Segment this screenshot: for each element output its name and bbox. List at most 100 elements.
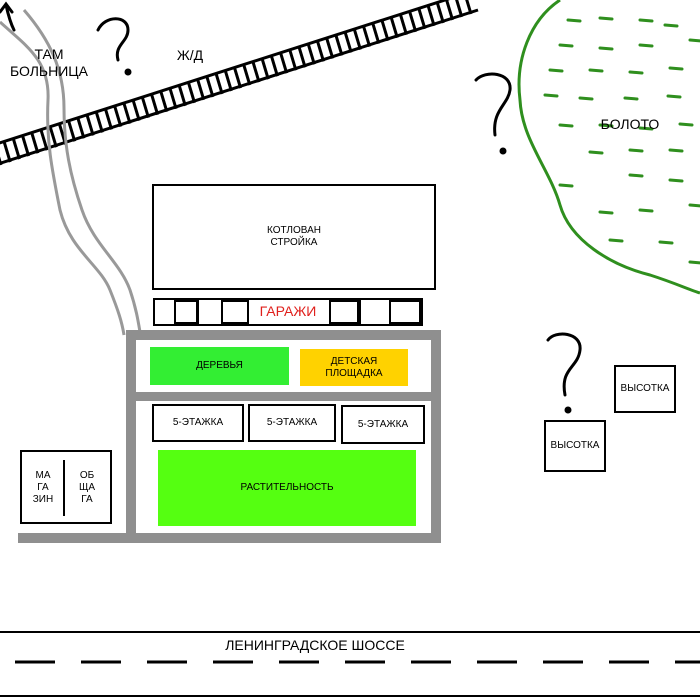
swamp-dash: [598, 16, 614, 21]
trees-label: ДЕРЕВЬЯ: [196, 360, 243, 371]
railway-tie: [141, 97, 150, 119]
building-5-floor-2-label: 5-ЭТАЖКА: [266, 417, 318, 428]
highrise-2-label: ВЫСОТКА: [550, 440, 600, 451]
railway-tie: [67, 120, 77, 142]
vegetation-label: РАСТИТЕЛЬНОСТЬ: [240, 482, 334, 493]
swamp-dash: [638, 126, 654, 131]
railway-tie: [159, 91, 169, 113]
swamp-dash: [598, 123, 614, 128]
railway-ties: [0, 0, 473, 166]
construction-pit-label: КОТЛОВАН СТРОЙКА: [267, 225, 321, 248]
swamp-dash: [658, 240, 674, 245]
highrise-1-label: ВЫСОТКА: [620, 383, 670, 394]
swamp-dash: [558, 183, 574, 188]
playground-area: ДЕТСКАЯ ПЛОЩАДКА: [300, 349, 408, 386]
swamp-dash: [668, 148, 684, 153]
railway-tie: [76, 117, 86, 139]
railway-tie: [325, 37, 335, 59]
railway-tie: [85, 114, 95, 136]
railway-tie: [187, 82, 196, 104]
building-5-floor-1-label: 5-ЭТАЖКА: [172, 417, 224, 428]
playground-label: ДЕТСКАЯ ПЛОЩАДКА: [325, 355, 383, 379]
swamp-dash: [638, 18, 654, 23]
swamp-dash: [666, 94, 682, 99]
railway-tie: [11, 138, 21, 160]
swamp-dash: [598, 210, 614, 215]
railway-tie: [21, 135, 31, 157]
vegetation-area: РАСТИТЕЛЬНОСТЬ: [158, 450, 416, 526]
building-5-floor-2: 5-ЭТАЖКА: [248, 404, 336, 442]
residential-block-walls: [18, 330, 441, 543]
question-mark-icon: [546, 332, 582, 414]
railway-tie: [260, 58, 270, 80]
railway-tie: [122, 103, 132, 124]
railway-tie: [279, 52, 289, 74]
swamp-dash: [688, 260, 700, 265]
highway: [0, 631, 700, 697]
swamp-dash: [608, 238, 624, 243]
railway-tie: [30, 132, 40, 154]
railway-tie: [177, 85, 187, 107]
railway-tie: [417, 8, 427, 30]
swamp-dash: [623, 96, 639, 101]
swamp-dash: [558, 123, 574, 128]
railway-tie: [270, 55, 279, 77]
trees-area: ДЕРЕВЬЯ: [150, 347, 289, 385]
swamp-dash: [628, 70, 644, 75]
swamp-dash: [638, 43, 654, 48]
garages: [153, 298, 423, 326]
railway-tie: [168, 88, 178, 110]
railway-tie: [2, 141, 12, 163]
railway-tie: [48, 126, 58, 148]
railway-tie: [380, 20, 390, 42]
railway-tie: [343, 32, 353, 53]
railway-tie: [223, 70, 233, 92]
railway-tie: [94, 112, 104, 133]
railway-tie: [0, 156, 3, 166]
railway-tie: [371, 23, 381, 45]
railway-tie: [445, 0, 455, 21]
railway-tie: [196, 79, 206, 101]
highrise-1: ВЫСОТКА: [614, 365, 676, 413]
swamp-dash: [543, 93, 559, 98]
highrise-2: ВЫСОТКА: [544, 420, 606, 472]
swamp-dash: [558, 43, 574, 48]
shop-dorm-building: МА ГА ЗИН ОБ ЩА ГА: [20, 450, 112, 524]
swamp-dash: [598, 46, 614, 51]
railway-tie: [39, 129, 49, 151]
railway-tie: [288, 49, 298, 71]
railway-tie: [334, 35, 344, 56]
swamp-dash: [578, 96, 594, 101]
arrow-up-icon: [0, 1, 16, 32]
swamp-dash: [668, 178, 684, 183]
swamp-label: БОЛОТО: [600, 116, 660, 132]
hospital-path: [0, 9, 142, 336]
swamp-dash: [663, 23, 679, 28]
railway-tie: [150, 94, 160, 116]
railway-tie: [399, 14, 408, 36]
railway-tie: [389, 17, 399, 39]
swamp-dash: [668, 66, 684, 71]
railway-tie: [306, 43, 316, 65]
railway-tie: [113, 106, 123, 127]
swamp-dashes: [543, 16, 700, 265]
swamp-dash: [588, 68, 604, 73]
railway-label: Ж/Д: [176, 47, 204, 63]
railway: [0, 0, 479, 166]
swamp-dash: [628, 148, 644, 153]
swamp-dash: [628, 173, 644, 178]
question-mark-icon: [474, 72, 512, 155]
railway-tie: [214, 73, 224, 95]
hospital-label: ТАМ БОЛЬНИЦА: [9, 46, 88, 79]
swamp-dash: [548, 68, 564, 73]
shop-dorm-divider: [63, 460, 65, 516]
railway-tie: [297, 46, 307, 68]
railway-tie: [104, 109, 114, 130]
garages-label: ГАРАЖИ: [259, 303, 317, 319]
railway-tie: [352, 29, 362, 50]
building-5-floor-3: 5-ЭТАЖКА: [341, 405, 425, 444]
railway-tie: [408, 11, 418, 33]
swamp: [517, 0, 700, 295]
question-mark-icon: [96, 17, 132, 76]
